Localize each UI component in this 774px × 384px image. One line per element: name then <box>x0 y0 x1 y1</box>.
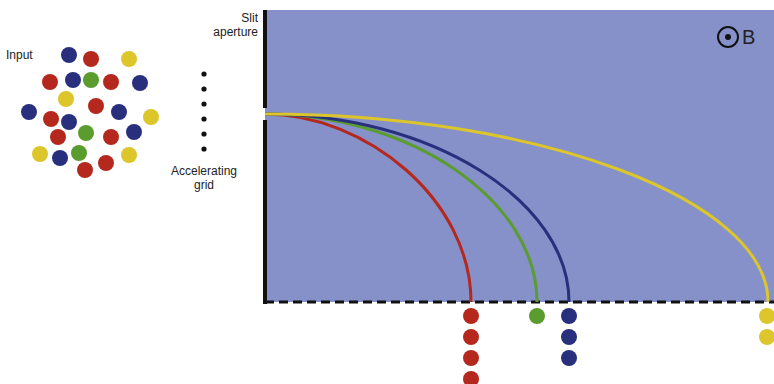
ion-dot <box>529 308 545 324</box>
ion-dot <box>77 162 93 178</box>
ion-dot <box>83 51 99 67</box>
accelerating-grid <box>201 71 206 151</box>
ion-dots <box>21 47 774 384</box>
ion-dot <box>50 129 66 145</box>
grid-wire <box>201 101 206 106</box>
ion-dot <box>58 91 74 107</box>
grid-wire <box>201 146 206 151</box>
field-symbol <box>725 34 731 40</box>
ion-dot <box>42 74 58 90</box>
slit-label: Slit aperture <box>196 11 258 39</box>
ion-dot <box>98 155 114 171</box>
ion-dot <box>111 104 127 120</box>
magnetic-field-region <box>265 10 774 302</box>
ion-dot <box>759 329 774 345</box>
grid-wire <box>201 116 206 121</box>
ion-path <box>265 114 537 302</box>
ion-dot <box>65 72 81 88</box>
ion-dot <box>126 124 142 140</box>
ion-dot <box>143 109 159 125</box>
ion-dot <box>132 75 148 91</box>
ion-dot <box>103 129 119 145</box>
ion-dot <box>121 147 137 163</box>
grid-wire <box>201 86 206 91</box>
ion-dot <box>61 114 77 130</box>
ion-dot <box>83 72 99 88</box>
ion-dot <box>463 329 479 345</box>
field-label: B <box>742 26 766 48</box>
detector-line <box>265 301 774 304</box>
ion-dot <box>759 308 774 324</box>
ion-dot <box>71 145 87 161</box>
ion-paths <box>265 114 768 302</box>
ion-path <box>265 114 768 302</box>
ion-dot <box>561 350 577 366</box>
ion-dot <box>88 98 104 114</box>
field-symbol <box>718 27 738 47</box>
grid-wire <box>201 131 206 136</box>
ion-dot <box>32 146 48 162</box>
slit-wall <box>263 120 267 304</box>
input-label: Input <box>6 48 56 62</box>
grid-wire <box>201 71 206 76</box>
ion-dot <box>78 125 94 141</box>
ion-dot <box>561 329 577 345</box>
ion-dot <box>463 350 479 366</box>
ion-path <box>265 114 471 302</box>
ion-dot <box>21 104 37 120</box>
grid-label: Accelerating grid <box>164 164 244 192</box>
ion-dot <box>463 371 479 384</box>
ion-dot <box>43 111 59 127</box>
ion-dot <box>52 150 68 166</box>
ion-dot <box>103 74 119 90</box>
slit-wall <box>263 10 267 108</box>
ion-dot <box>61 47 77 63</box>
ion-dot <box>561 308 577 324</box>
ion-dot <box>463 308 479 324</box>
ion-dot <box>121 51 137 67</box>
